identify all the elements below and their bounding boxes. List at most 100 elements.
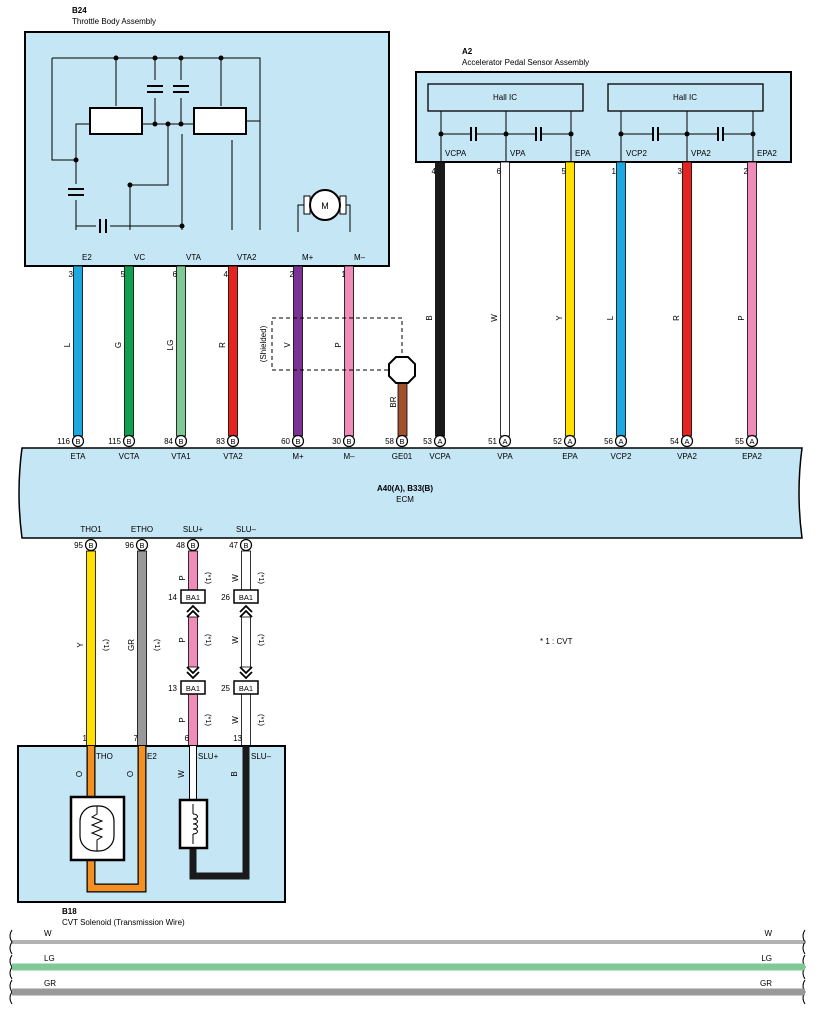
ecm-top-pin-label-3: VTA2 (223, 452, 243, 461)
ecm-top-pin-label-9: EPA (562, 452, 578, 461)
ecm-top-pin-label-12: EPA2 (742, 452, 762, 461)
upper-wire-0 (73, 265, 83, 437)
legend-code-right-1: LG (761, 954, 772, 963)
ecm-top-pin-conn-11: A (684, 437, 689, 446)
svg-text:EPA: EPA (575, 149, 591, 158)
lower-wire-note-0-0: (*1) (102, 639, 111, 652)
ecm-top-pin-label-10: VCP2 (611, 452, 632, 461)
ecm-top-pin-marker-11 (680, 434, 694, 448)
svg-text:26: 26 (221, 593, 230, 602)
lower-wire-code-2-2: P (178, 717, 187, 722)
svg-text:SLU+: SLU+ (198, 752, 219, 761)
junction-connectors: BA1 14 BA1 26 BA1 13 BA1 25 (168, 589, 259, 695)
svg-text:SLU–: SLU– (251, 752, 272, 761)
lower-wire-code-1-0: GR (127, 639, 136, 651)
shield-ground-symbol (388, 356, 416, 384)
ecm-top-pin-label-0: ETA (71, 452, 87, 461)
svg-text:1: 1 (342, 270, 347, 279)
svg-text:BA1: BA1 (239, 593, 253, 602)
svg-text:7: 7 (134, 734, 139, 743)
svg-text:E2: E2 (147, 752, 157, 761)
legend-break-left-2 (9, 979, 13, 1005)
ecm-top-pin-conn-10: A (618, 437, 623, 446)
accel-code: A2 (462, 47, 473, 56)
svg-text:13: 13 (168, 684, 177, 693)
svg-text:5: 5 (121, 270, 126, 279)
svg-text:3: 3 (678, 167, 683, 176)
svg-text:13: 13 (233, 734, 242, 743)
lower-wire-note-1-0: (*1) (153, 639, 162, 652)
lower-wire-3-seg-2 (241, 693, 251, 747)
ecm-bottom-pin-conn-2: B (190, 541, 195, 550)
legend-code-left-2: GR (44, 979, 56, 988)
upper-wire-code-4: V (283, 342, 292, 348)
ecm-top-pin-marker-6 (395, 434, 409, 448)
ecm-bottom-pin-label-2: SLU+ (183, 525, 204, 534)
legend-code-right-2: GR (760, 979, 772, 988)
ecm-bottom-pin-conn-3: B (243, 541, 248, 550)
legend-bar-0 (11, 940, 806, 944)
ecm-top-pin-label-8: VPA (497, 452, 513, 461)
upper-wire-10 (682, 161, 692, 437)
ecm-top-pin-num-2: 84 (164, 437, 173, 446)
svg-text:EPA2: EPA2 (757, 149, 777, 158)
ecm-top-pin-num-11: 54 (670, 437, 679, 446)
upper-wire-2 (176, 265, 186, 437)
svg-text:6: 6 (185, 734, 190, 743)
lower-wire-note-2-1: (*1) (204, 634, 213, 647)
legend-code-right-0: W (764, 929, 772, 938)
upper-wire-6 (435, 161, 445, 437)
throttle-pin-labels: E2 VC VTA VTA2 M+ M– (82, 253, 366, 262)
ecm-top-pin-conn-2: B (178, 437, 183, 446)
svg-text:6: 6 (497, 167, 502, 176)
cvt-wire-codes: O O W B (75, 770, 239, 778)
cvt-pin-numbers: 1 7 6 13 (83, 734, 243, 743)
solenoid-coil (178, 798, 209, 850)
junction-ba1-14: BA1 14 (168, 589, 206, 604)
svg-text:E2: E2 (82, 253, 92, 262)
legend-break-left-1 (9, 954, 13, 980)
lower-wire-code-0-0: Y (76, 642, 85, 648)
hall-ic-1 (427, 83, 584, 112)
accelerator-pedal-sensor-assembly: A2 Accelerator Pedal Sensor Assembly Hal… (415, 47, 792, 176)
ecm-bottom-pin-label-1: ETHO (131, 525, 153, 534)
legend-bar-1 (12, 963, 805, 971)
throttle-code: B24 (72, 6, 87, 15)
ecm-top-pin-label-11: VPA2 (677, 452, 697, 461)
svg-text:W: W (177, 770, 186, 778)
ecm-top-pin-conn-8: A (502, 437, 507, 446)
svg-text:4: 4 (432, 167, 437, 176)
lower-wire-3-seg-0 (241, 550, 251, 591)
connector-chevrons (186, 604, 253, 680)
ecm-bottom-pin-marker-3 (239, 538, 253, 552)
ecm-connectors: A40(A), B33(B) (377, 484, 433, 493)
hall-ic-1-label: Hall IC (493, 93, 517, 102)
ecm-box (18, 447, 803, 539)
throttle-capacitors (68, 85, 189, 233)
cvt-pin-labels: THO E2 SLU+ SLU– (96, 752, 272, 761)
upper-wire-3 (228, 265, 238, 437)
ecm-top-pin-conn-4: B (295, 437, 300, 446)
svg-text:3: 3 (69, 270, 74, 279)
cvt-b-wire (189, 746, 250, 880)
svg-text:VTA2: VTA2 (237, 253, 257, 262)
ecm-top-pin-conn-3: B (230, 437, 235, 446)
lower-wire-0-seg-0 (86, 550, 96, 747)
svg-text:B: B (230, 771, 239, 776)
ecm-bottom-pin-conn-1: B (139, 541, 144, 550)
shield-box (271, 317, 403, 371)
ecm-top-pin-marker-7 (433, 434, 447, 448)
lower-wire-code-2-0: P (178, 575, 187, 580)
accel-name: Accelerator Pedal Sensor Assembly (462, 58, 589, 67)
svg-text:25: 25 (221, 684, 230, 693)
ecm-bottom-pin-num-1: 96 (125, 541, 134, 550)
svg-text:BA1: BA1 (186, 684, 200, 693)
svg-text:2: 2 (744, 167, 749, 176)
cvt-name: CVT Solenoid (Transmission Wire) (62, 918, 185, 927)
upper-wire-11 (747, 161, 757, 437)
ecm-top-pin-conn-1: B (126, 437, 131, 446)
svg-text:M–: M– (354, 253, 366, 262)
ecm-top-pin-conn-12: A (749, 437, 754, 446)
ecm-top-pin-label-4: M+ (292, 452, 304, 461)
